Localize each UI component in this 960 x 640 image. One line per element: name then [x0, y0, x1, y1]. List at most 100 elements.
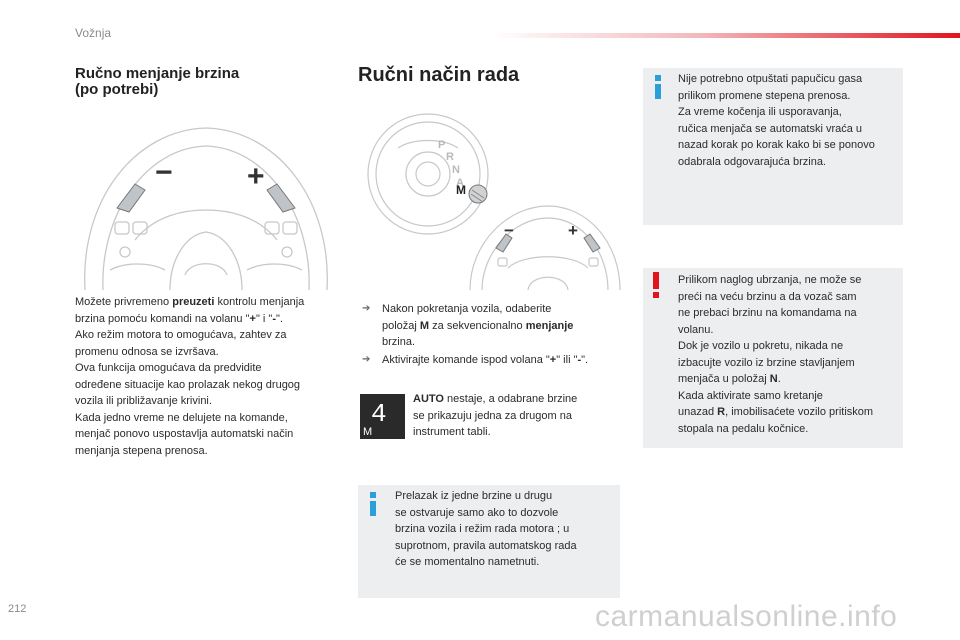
instrument-gear-display: 4 M: [360, 394, 405, 439]
text-run-bold: +: [249, 312, 256, 325]
text-run: za sekvencionalno: [429, 319, 526, 332]
manual-shift-title: Ručno menjanje brzina (po potrebi): [75, 66, 239, 98]
text-line: se ostvaruje samo ako to dozvole: [395, 506, 559, 519]
text-line: prilikom promene stepena prenosa.: [678, 89, 851, 102]
gear-letter-n: N: [452, 164, 460, 176]
arrow-icon: ➔: [362, 303, 371, 314]
text-line: nazad korak po korak kako bi se ponovo: [678, 139, 875, 151]
text-line: Ako režim motora to omogućava, zahtev za: [75, 329, 287, 341]
text-line: izbacujte vozilo iz brzine stavljanjem: [678, 356, 855, 369]
text-run: ".: [276, 312, 283, 325]
text-run-bold: R: [717, 406, 726, 418]
display-mode-letter: M: [363, 426, 372, 438]
text-line: menjač ponovo uspostavlja automatski nač…: [75, 428, 294, 440]
auto-disappears-note: AUTO nestaje, a odabrane brzine se prika…: [413, 391, 618, 441]
wheel-minus-label-small: −: [504, 221, 514, 240]
text-run-bold: M: [419, 319, 430, 332]
text-line: Prelazak iz jedne brzine u drugu: [395, 490, 553, 502]
text-line: ne prebaci brzinu na komandama na: [678, 307, 857, 319]
text-line: menjača u položaj N.: [678, 371, 900, 388]
header-accent-line: [490, 33, 960, 38]
display-gear-number: 4: [371, 399, 387, 429]
info-text: Nije potrebno otpuštati papučicu gasa pr…: [678, 71, 900, 170]
warning-text: Prilikom naglog ubrzanja, ne može se pre…: [678, 272, 900, 437]
manual-shift-description: Možete privremeno preuzeti kontrolu menj…: [75, 294, 337, 459]
watermark: carmanualsonline.info: [595, 600, 898, 633]
text-run: ".: [581, 354, 589, 366]
info-icon: [653, 75, 663, 99]
text-line: unazad R, imobilisaćete vozilo pritiskom: [678, 404, 900, 421]
text-line: određene situacije kao prolazak nekog dr…: [75, 378, 301, 391]
info-icon: [368, 492, 378, 516]
page-number: 212: [8, 603, 27, 615]
text-run: brzina pomoću komandi na volanu ": [75, 312, 250, 325]
text-run-bold: preuzeti: [172, 296, 215, 308]
text-line: Kada aktivirate samo kretanje: [678, 389, 823, 402]
text-line: položaj M za sekvencionalno menjanje: [382, 318, 622, 335]
text-run-bold: -: [272, 312, 276, 325]
text-line: Kada jedno vreme ne delujete na komande,: [75, 411, 288, 424]
text-run-bold: -: [577, 354, 582, 366]
step-text: Aktivirajte komande ispod volana "+" ili…: [362, 352, 622, 369]
text-line: brzina.: [382, 336, 416, 348]
text-run: položaj: [382, 319, 420, 332]
wheel-plus-label-small: +: [568, 221, 578, 240]
text-line: se prikazuju jedna za drugom na: [413, 409, 572, 422]
warning-icon: [651, 272, 661, 298]
text-line: će se momentalno nametnuti.: [395, 556, 540, 568]
text-run: Možete privremeno: [75, 296, 173, 308]
info-text: Prelazak iz jedne brzine u drugu se ostv…: [395, 488, 617, 571]
text-line: vozila ili približavanje krivini.: [75, 395, 212, 407]
text-run-bold: +: [549, 354, 557, 366]
text-run: " i ": [255, 312, 273, 325]
text-line: volanu.: [678, 323, 714, 336]
text-line: instrument tabli.: [413, 426, 491, 438]
manual-mode-title: Ručni način rada: [358, 64, 520, 86]
manual-shift-title-line1: Ručno menjanje brzina: [75, 65, 240, 82]
info-box-gear-change-conditions: Prelazak iz jedne brzine u drugu se ostv…: [358, 485, 620, 598]
info-box-accelerator: Nije potrebno otpuštati papučicu gasa pr…: [643, 68, 903, 225]
steering-wheel-paddles-illustration: − +: [84, 127, 328, 290]
text-line: Za vreme kočenja ili usporavanja,: [678, 106, 842, 118]
text-line: Dok je vozilo u pokretu, nikada ne: [678, 340, 844, 352]
text-run: nestaje, a odabrane brzine: [443, 393, 578, 405]
text-run: Aktivirajte komande ispod volana ": [382, 354, 550, 366]
step-select-m: ➔ Nakon pokretanja vozila, odaberite pol…: [362, 301, 622, 351]
text-line: AUTO nestaje, a odabrane brzine: [413, 391, 618, 408]
gear-letter-a: A: [456, 177, 464, 189]
manual-shift-title-line2: (po potrebi): [75, 81, 159, 98]
text-line: Nakon pokretanja vozila, odaberite: [382, 303, 552, 315]
text-line: Nije potrebno otpuštati papučicu gasa: [678, 73, 863, 85]
text-run: .: [777, 373, 781, 385]
text-line: stopala na pedalu kočnice.: [678, 422, 809, 435]
text-run: " ili ": [556, 354, 578, 366]
text-line: menjanja stepena prenosa.: [75, 444, 208, 457]
wheel-plus-label: +: [247, 160, 265, 193]
text-line: preći na veću brzinu a da vozač sam: [678, 290, 857, 303]
gear-selector-and-wheel-illustration: P R N A M − +: [367, 113, 621, 290]
text-line: Prilikom naglog ubrzanja, ne može se: [678, 274, 862, 286]
section-header: Vožnja: [75, 26, 112, 40]
step-activate-paddles: ➔ Aktivirajte komande ispod volana "+" i…: [362, 352, 622, 369]
arrow-icon: ➔: [362, 354, 371, 365]
text-run: , imobilisaćete vozilo pritiskom: [725, 406, 874, 418]
text-line: suprotnom, pravila automatskog rada: [395, 539, 577, 552]
warning-box: Prilikom naglog ubrzanja, ne može se pre…: [643, 268, 903, 448]
text-run: kontrolu menjanja: [214, 296, 305, 308]
text-line: brzina vozila i režim rada motora ; u: [395, 523, 570, 535]
text-run-bold: N: [769, 373, 778, 385]
gear-letter-p: P: [438, 139, 445, 151]
gear-letter-r: R: [446, 151, 454, 163]
text-line: Aktivirajte komande ispod volana "+" ili…: [382, 352, 622, 369]
text-run: unazad: [678, 406, 718, 418]
step-text: Nakon pokretanja vozila, odaberite polož…: [362, 301, 622, 351]
text-run: menjača u položaj: [678, 373, 770, 385]
text-run-bold: AUTO: [413, 393, 444, 405]
wheel-minus-label: −: [155, 156, 173, 189]
text-line: brzina pomoću komandi na volanu "+" i "-…: [75, 311, 337, 328]
text-line: promenu odnosa se izvršava.: [75, 345, 219, 358]
text-run-bold: menjanje: [525, 319, 574, 332]
text-line: Možete privremeno preuzeti kontrolu menj…: [75, 294, 337, 311]
gear-letter-m: M: [456, 183, 466, 197]
text-line: Ova funkcija omogućava da predvidite: [75, 362, 262, 374]
